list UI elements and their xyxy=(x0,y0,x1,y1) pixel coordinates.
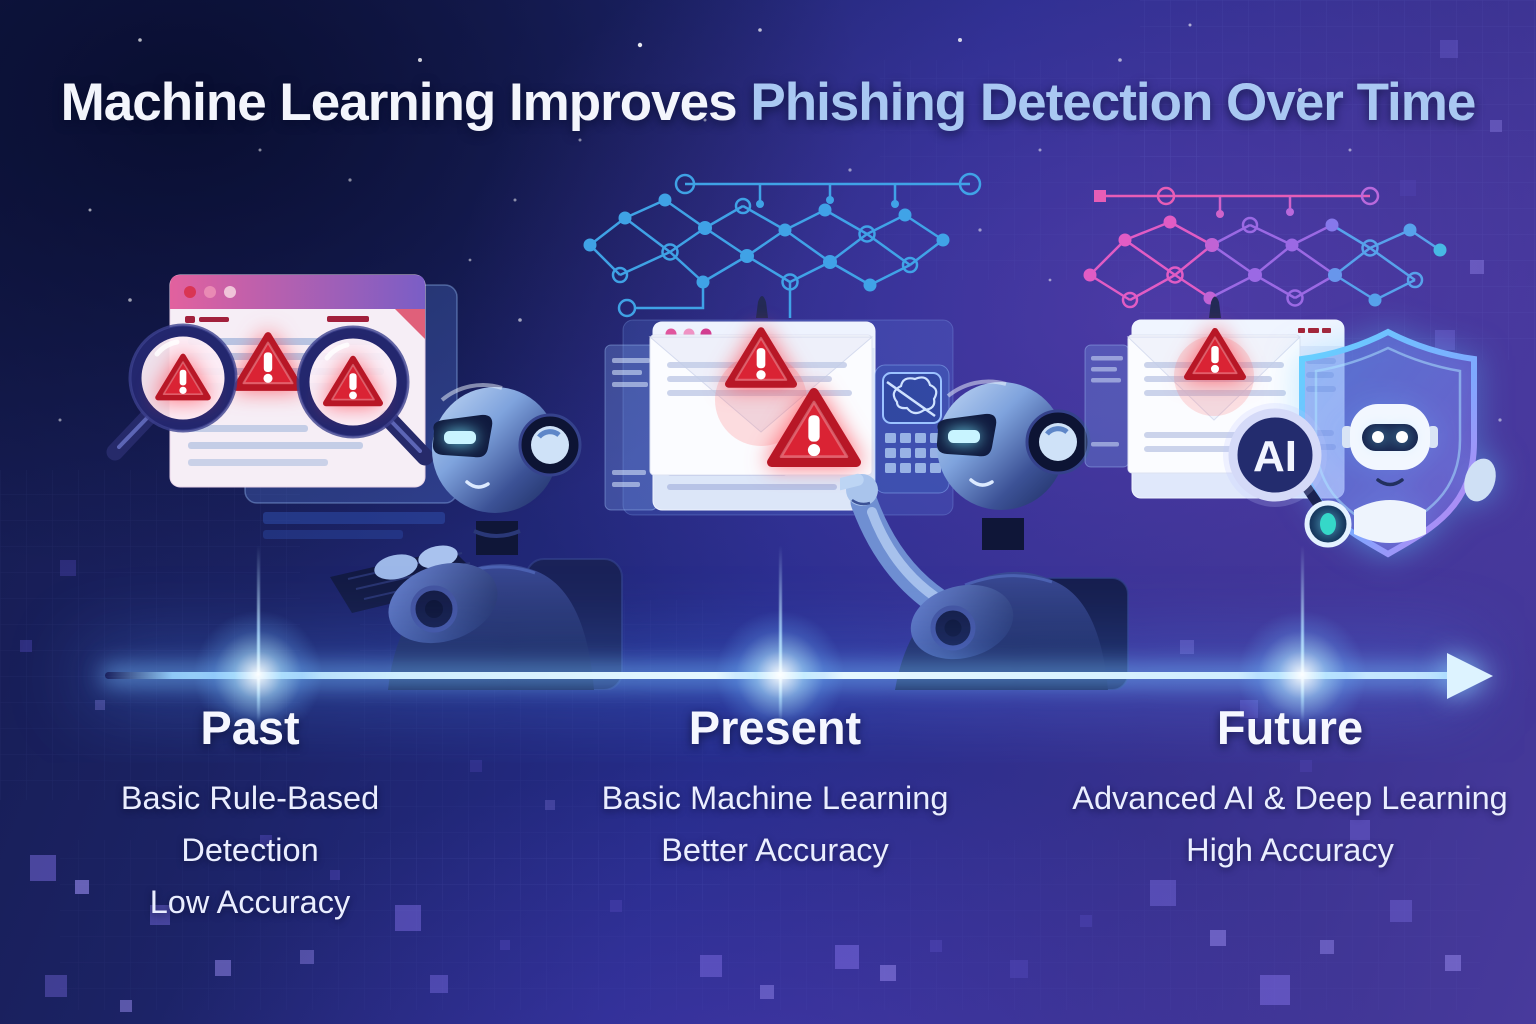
stage-present: Present Basic Machine Learning Better Ac… xyxy=(540,700,1010,876)
brain-chip-icon xyxy=(874,364,950,494)
ai-shield-icon xyxy=(1299,328,1496,558)
ai-badge-icon: AI xyxy=(1223,403,1352,548)
timeline-arrowhead-icon xyxy=(1447,653,1493,699)
stage-future-desc-line: Advanced AI & Deep Learning xyxy=(1072,780,1508,816)
stage-present-desc-line: Better Accuracy xyxy=(661,832,889,868)
mosaic-squares xyxy=(20,40,1502,1012)
stage-past-desc-line: Basic Rule-Based Detection xyxy=(120,780,380,868)
timeline-node-glow xyxy=(193,610,323,740)
magnifier-icon xyxy=(106,323,238,461)
stage-past: Past Basic Rule-Based Detection Low Accu… xyxy=(80,700,420,928)
stage-future-desc-line: High Accuracy xyxy=(1186,832,1394,868)
stage-past-heading: Past xyxy=(200,701,300,754)
stage-past-desc: Basic Rule-Based Detection Low Accuracy xyxy=(80,772,420,928)
document-panel xyxy=(604,344,658,511)
robot-analyst-icon xyxy=(840,379,1129,690)
document-panel xyxy=(1084,344,1130,468)
title-highlight: Phishing Detection Over Time xyxy=(750,73,1476,132)
neural-network-icon xyxy=(1083,186,1447,309)
timeline-node-glow xyxy=(1237,610,1367,740)
stage-future-desc: Advanced AI & Deep Learning High Accurac… xyxy=(1045,772,1535,876)
present-illustration xyxy=(583,172,982,516)
page-title: Machine Learning Improves Phishing Detec… xyxy=(0,72,1536,133)
stage-present-desc-line: Basic Machine Learning xyxy=(601,780,949,816)
keypad-icon xyxy=(885,433,941,473)
shield-robot-face-icon xyxy=(1342,404,1438,543)
robot-analyst-icon xyxy=(330,383,623,690)
stage-present-heading: Present xyxy=(688,701,862,754)
stage-future: Future Advanced AI & Deep Learning High … xyxy=(1045,700,1535,876)
neural-network-icon xyxy=(583,172,982,318)
past-illustration xyxy=(106,274,458,539)
future-illustration: AI xyxy=(1083,186,1496,558)
stage-present-desc: Basic Machine Learning Better Accuracy xyxy=(540,772,1010,876)
magnifier-icon xyxy=(296,325,434,466)
stage-future-heading: Future xyxy=(1216,701,1364,754)
title-main: Machine Learning Improves xyxy=(60,73,751,132)
stage-past-desc-line: Low Accuracy xyxy=(149,884,351,920)
timeline-node-glow xyxy=(715,610,845,740)
star-dots xyxy=(58,23,1502,482)
ai-badge-label: AI xyxy=(1253,432,1297,481)
